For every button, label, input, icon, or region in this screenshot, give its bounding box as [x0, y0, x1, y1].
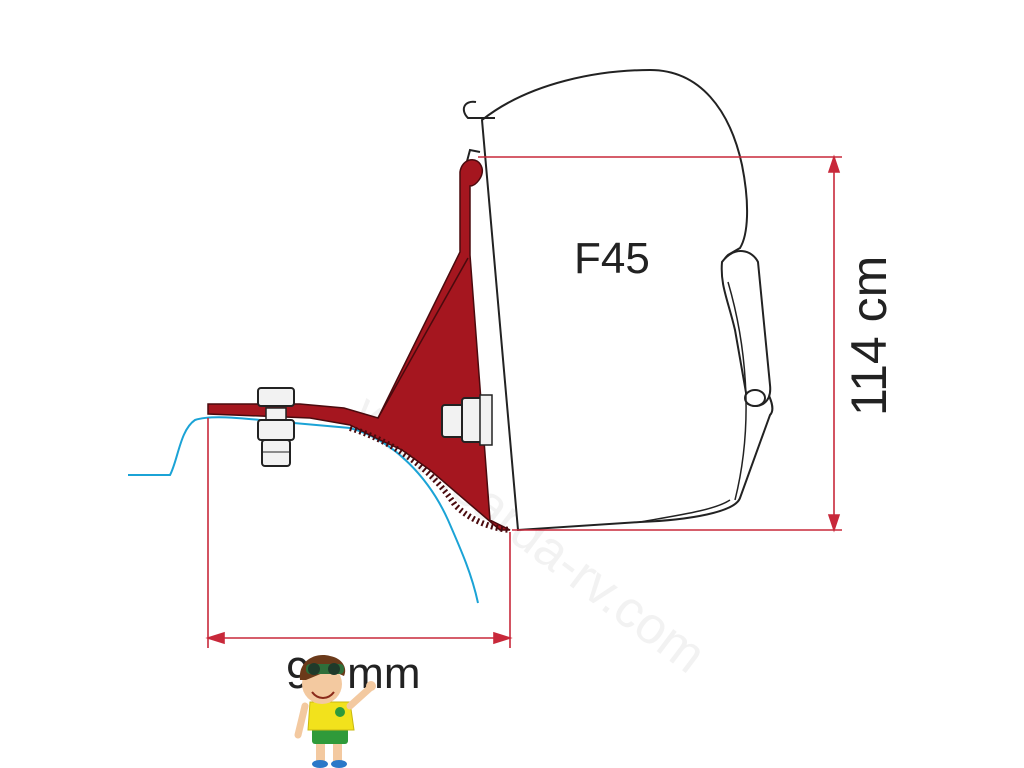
adapter-bracket [207, 159, 511, 531]
bracket-curve-flange [349, 425, 511, 533]
cassette-bottom-lip [639, 499, 731, 523]
top-hook [462, 100, 495, 119]
bracket-strut [377, 257, 469, 419]
height-dimension-label: 114 cm [841, 256, 897, 416]
model-label: F45 [574, 234, 650, 283]
awning-cassette [480, 68, 774, 532]
side-bolt-icon [441, 394, 493, 446]
top-clip [465, 148, 481, 166]
end-cap-knob [744, 389, 766, 407]
mascot-boy-icon [294, 655, 376, 768]
bolt-icon [257, 387, 295, 467]
height-dimension-lines [478, 154, 842, 533]
width-dimension-lines [205, 418, 513, 648]
cassette-lower-edge [727, 281, 747, 501]
